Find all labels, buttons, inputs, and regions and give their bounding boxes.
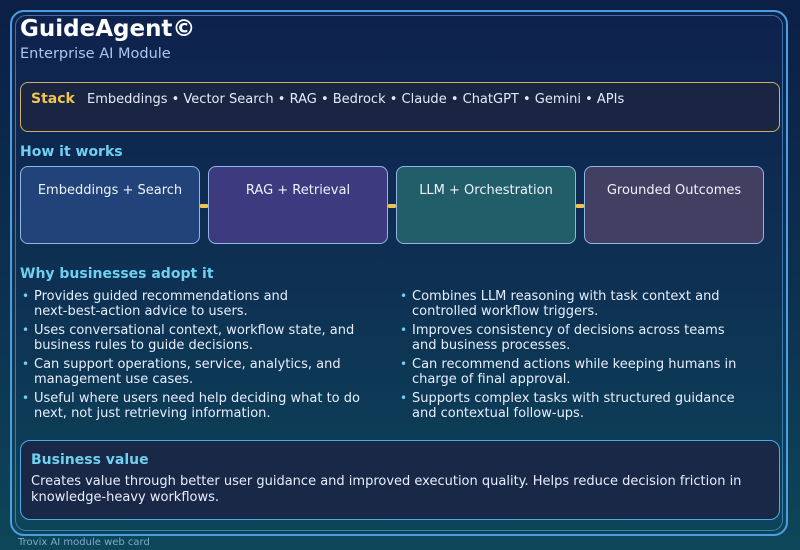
step-embeddings-search: Embeddings + Search (20, 166, 200, 244)
list-item-line: Uses conversational context, workflow st… (34, 323, 355, 338)
list-item: • Combines LLM reasoning with task contex… (400, 289, 750, 319)
benefits-right-list: • Combines LLM reasoning with task contex… (400, 289, 750, 425)
how-it-works-heading: How it works (20, 144, 123, 160)
list-item-line: charge of final approval. (412, 372, 571, 387)
list-item-line: Combines LLM reasoning with task context… (412, 289, 720, 304)
business-value-box: Business value Creates value through bet… (20, 440, 780, 520)
list-item-line: Can recommend actions while keeping huma… (412, 357, 737, 372)
bullet-icon: • (22, 289, 30, 303)
bullet-icon: • (400, 357, 408, 371)
list-item: • Uses conversational context, workflow s… (22, 323, 372, 353)
page-subtitle: Enterprise AI Module (20, 46, 171, 62)
step-rag-retrieval: RAG + Retrieval (208, 166, 388, 244)
bullet-icon: • (22, 323, 30, 337)
bullet-icon: • (22, 391, 30, 405)
business-value-heading: Business value (31, 452, 149, 468)
list-item-line: and business processes. (412, 338, 571, 353)
page-title: GuideAgent© (20, 16, 196, 42)
step-connector (388, 204, 396, 208)
stack-items: Embeddings • Vector Search • RAG • Bedro… (86, 92, 625, 107)
list-item: • Can support operations, service, analyt… (22, 357, 372, 387)
list-item-line: Useful where users need help deciding wh… (34, 391, 360, 406)
business-value-text: Creates value through better user guidan… (31, 474, 769, 506)
list-item: • Improves consistency of decisions acros… (400, 323, 750, 353)
footer-caption: Trovix AI module web card (18, 537, 150, 548)
step-connector (576, 204, 584, 208)
bullet-icon: • (400, 391, 408, 405)
stack-label: Stack (31, 91, 75, 107)
bullet-icon: • (400, 323, 408, 337)
why-adopt-heading: Why businesses adopt it (20, 266, 214, 282)
list-item-line: Supports complex tasks with structured g… (412, 391, 735, 406)
list-item-line: business rules to guide decisions. (34, 338, 254, 353)
bullet-icon: • (22, 357, 30, 371)
step-label: RAG + Retrieval (245, 183, 351, 198)
list-item: • Supports complex tasks with structured … (400, 391, 750, 421)
bullet-icon: • (400, 289, 408, 303)
list-item-line: Improves consistency of decisions across… (412, 323, 725, 338)
step-label: LLM + Orchestration (419, 183, 553, 198)
step-llm-orchestration: LLM + Orchestration (396, 166, 576, 244)
list-item: • Can recommend actions while keeping hum… (400, 357, 750, 387)
list-item: • Useful where users need help deciding w… (22, 391, 372, 421)
value-line: knowledge-heavy workflows. (31, 490, 220, 505)
step-label: Grounded Outcomes (606, 183, 742, 198)
list-item-line: management use cases. (34, 372, 194, 387)
step-connector (200, 204, 208, 208)
stack-box: Stack Embeddings • Vector Search • RAG •… (20, 82, 780, 132)
list-item-line: next, not just retrieving information. (34, 406, 271, 421)
value-line: Creates value through better user guidan… (31, 474, 742, 489)
step-grounded-outcomes: Grounded Outcomes (584, 166, 764, 244)
list-item-line: Provides guided recommendations and (34, 289, 289, 304)
list-item-line: controlled workflow triggers. (412, 304, 599, 319)
list-item-line: next-best-action advice to users. (34, 304, 248, 319)
step-label: Embeddings + Search (37, 183, 183, 198)
card-inner-border (15, 15, 783, 531)
list-item-line: and contextual follow-ups. (412, 406, 584, 421)
list-item-line: Can support operations, service, analyti… (34, 357, 341, 372)
